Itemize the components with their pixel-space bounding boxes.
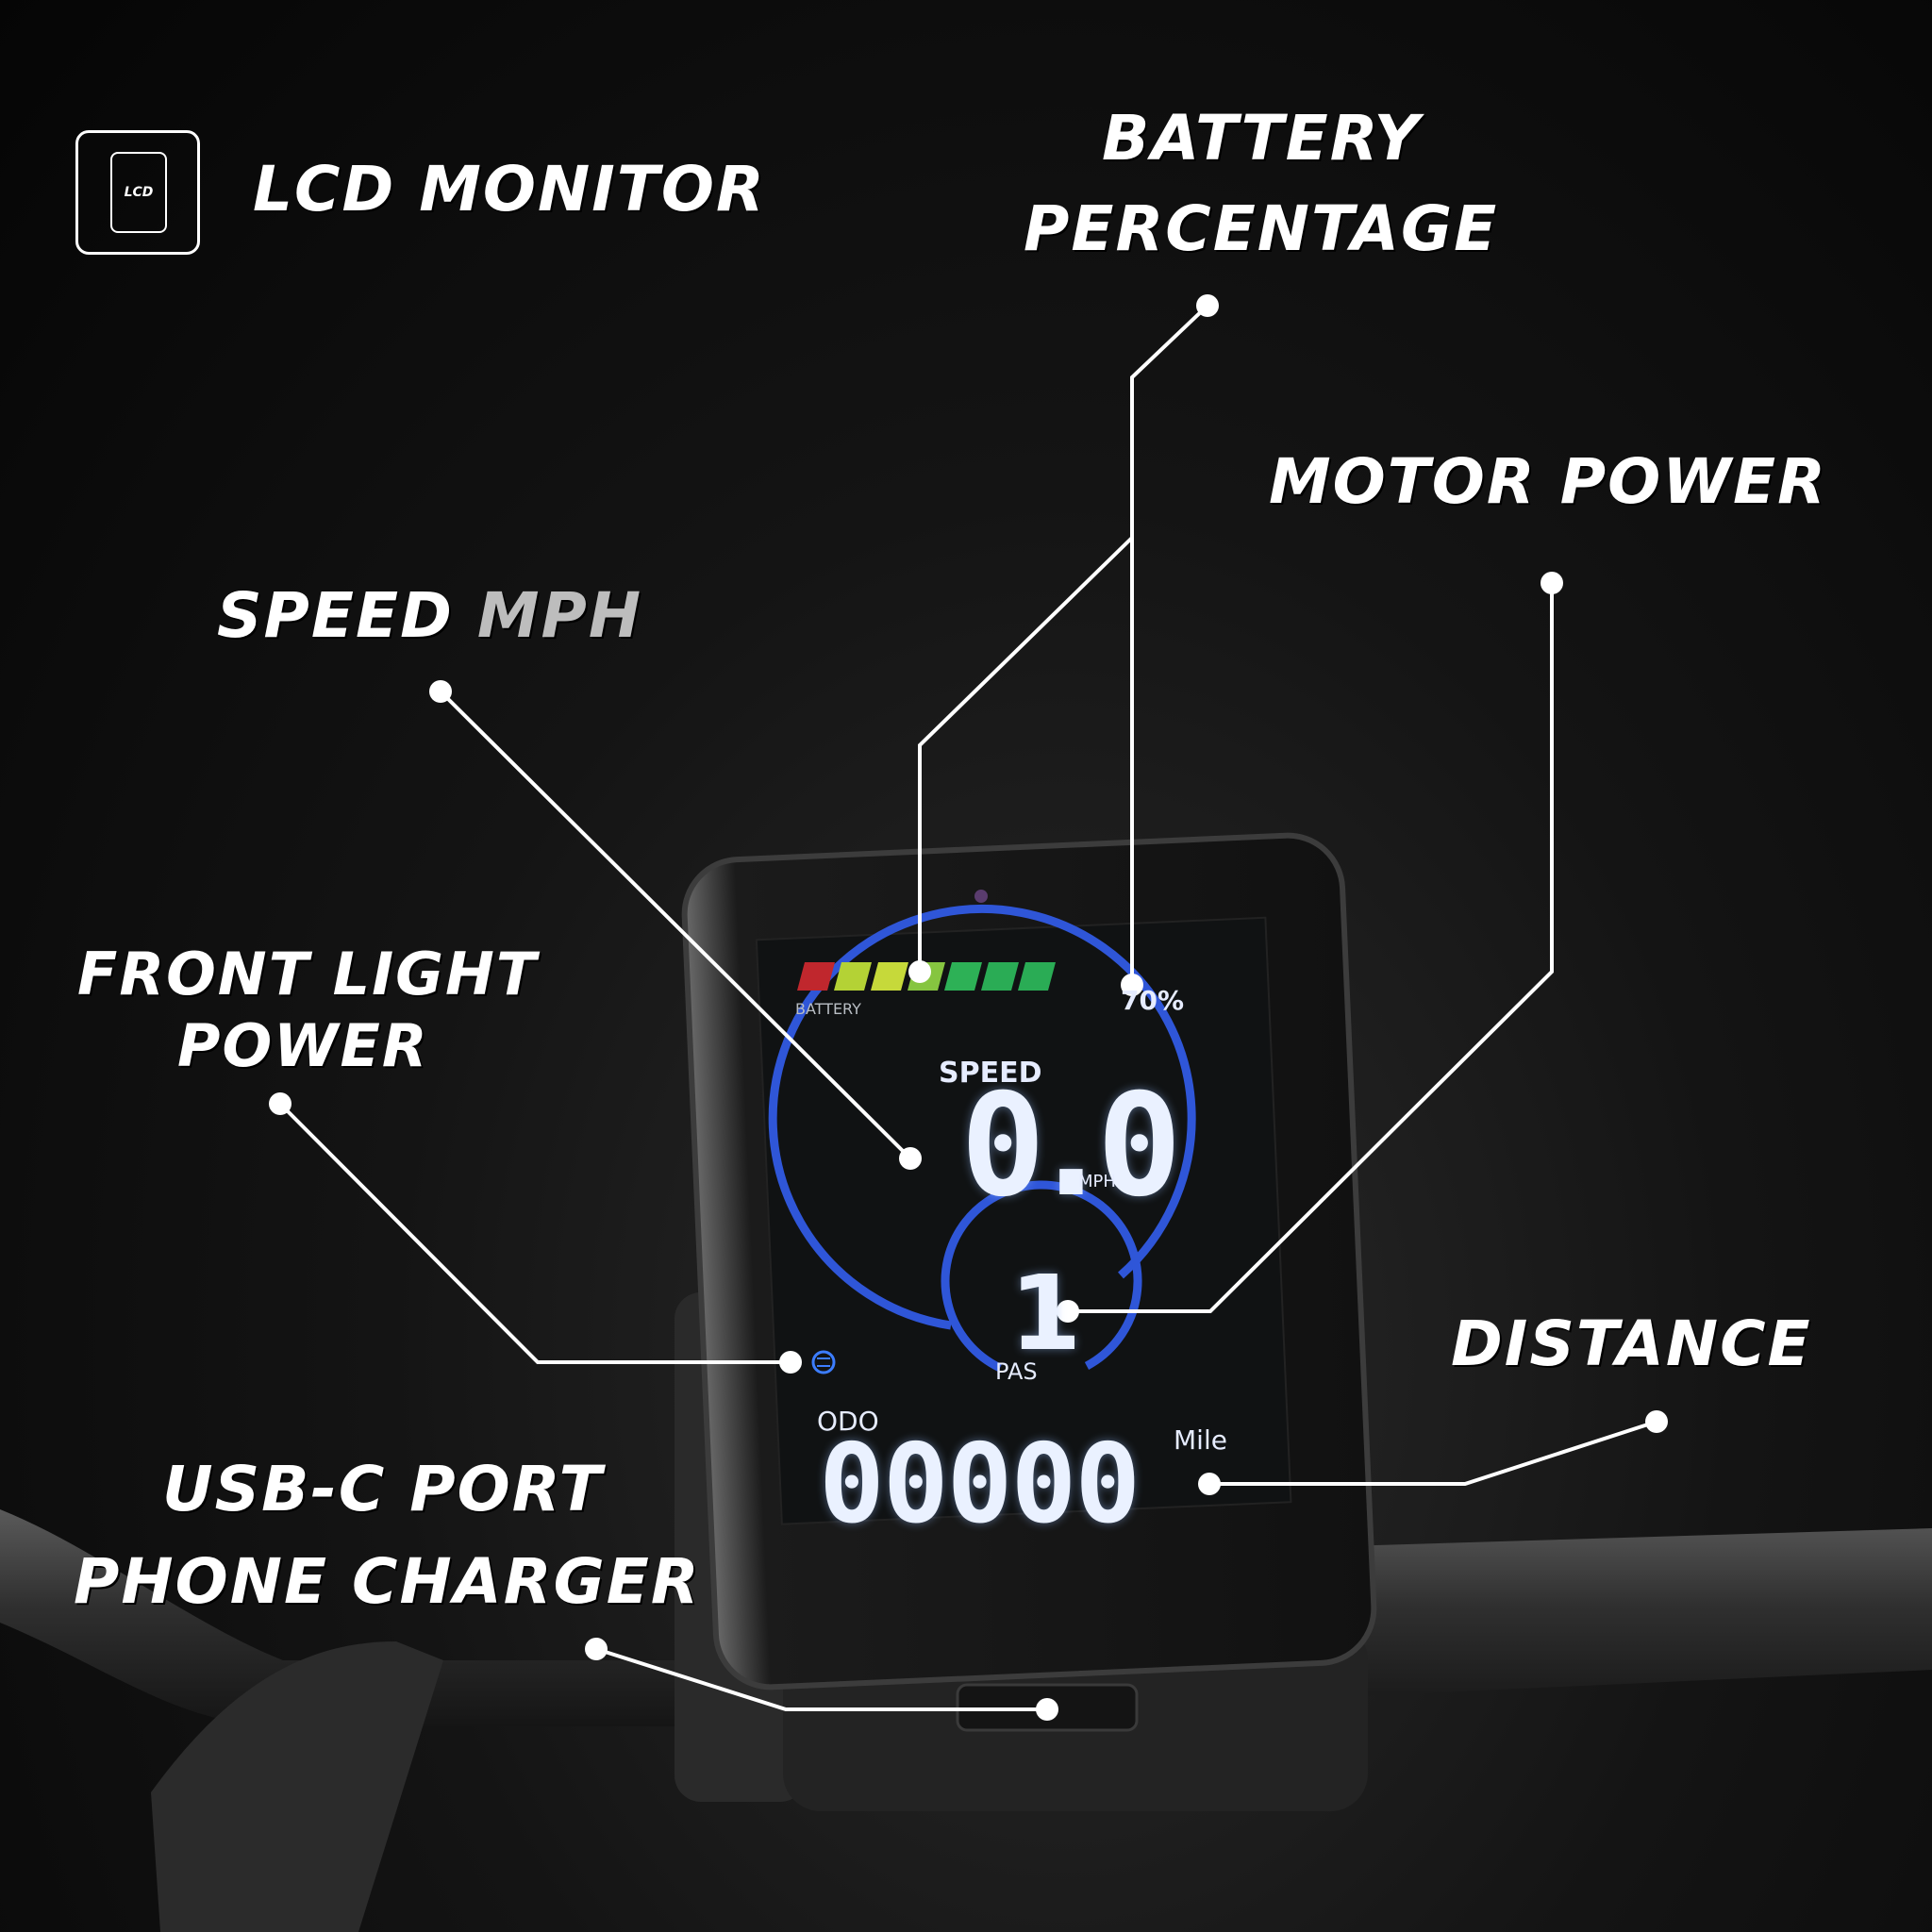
- display-screen: [755, 916, 1292, 1525]
- speed-label: SPEED MPH: [217, 585, 642, 647]
- battery-segment: [1018, 962, 1056, 991]
- front-sensor: [974, 890, 988, 903]
- battery-caption: BATTERY: [795, 1000, 861, 1018]
- speed-unit: MPH: [1078, 1172, 1116, 1191]
- distance-target-dot: [1198, 1473, 1221, 1495]
- motor-target-dot: [1057, 1300, 1079, 1323]
- lcd-monitor-icon-text: LCD: [110, 152, 167, 233]
- battery-segment: [797, 962, 835, 991]
- speed-label-main: SPEED: [217, 579, 454, 652]
- light-target-dot: [779, 1351, 802, 1374]
- battery-percent-dot: [1121, 974, 1143, 996]
- speed-callout-dot: [429, 680, 452, 703]
- light-callout-line: [278, 1102, 791, 1364]
- odo-unit: Mile: [1174, 1424, 1227, 1456]
- front-light-label-line2: POWER: [177, 1011, 429, 1080]
- callout-dots: [269, 294, 1668, 1721]
- battery-callout-line-2: [918, 536, 1134, 970]
- usb-callout-dot: [585, 1638, 608, 1660]
- battery-target-dot: [908, 960, 931, 983]
- speed-caption: SPEED: [939, 1057, 1042, 1090]
- odo-caption: ODO: [817, 1406, 879, 1437]
- usb-target-dot: [1036, 1698, 1058, 1721]
- speed-value: 0.0: [960, 1064, 1182, 1228]
- usb-callout-line: [595, 1647, 1047, 1711]
- distance-callout-line: [1209, 1420, 1657, 1486]
- handlebar-stem: [151, 1641, 443, 1932]
- lcd-monitor-icon: LCD: [75, 130, 200, 255]
- distance-label: DISTANCE: [1451, 1307, 1812, 1380]
- pas-value: 1: [1009, 1253, 1082, 1374]
- front-light-label-line1: FRONT LIGHT: [77, 940, 539, 1008]
- battery-segment: [944, 962, 982, 991]
- pas-caption: PAS: [995, 1358, 1038, 1385]
- header-title: LCD MONITOR: [253, 153, 766, 225]
- motor-callout-dot: [1541, 572, 1563, 594]
- battery-label-line2: PERCENTAGE: [1024, 192, 1499, 265]
- usb-label-line2: PHONE CHARGER: [74, 1545, 701, 1618]
- battery-segment: [834, 962, 872, 991]
- pas-ring: [941, 1180, 1142, 1373]
- battery-percent: 70%: [1121, 985, 1185, 1016]
- speed-ring: [768, 905, 1196, 1330]
- light-callout-dot: [269, 1092, 291, 1115]
- motor-label: MOTOR POWER: [1269, 445, 1827, 518]
- speed-label-unit: MPH: [476, 579, 643, 652]
- battery-segment: [981, 962, 1019, 991]
- battery-callout-dot: [1196, 294, 1219, 317]
- motor-callout-line: [1068, 583, 1554, 1313]
- usb-label-line1: USB-C PORT: [162, 1453, 604, 1525]
- distance-callout-dot: [1645, 1410, 1668, 1433]
- battery-label-line1: BATTERY: [1102, 102, 1422, 175]
- speed-callout-line: [439, 690, 912, 1160]
- battery-segment: [871, 962, 908, 991]
- odo-value: 00000: [819, 1421, 1141, 1548]
- headlight-icon: [811, 1350, 836, 1374]
- speed-target-dot: [899, 1147, 922, 1170]
- callout-lines: [278, 304, 1657, 1711]
- battery-callout-line: [1130, 304, 1209, 985]
